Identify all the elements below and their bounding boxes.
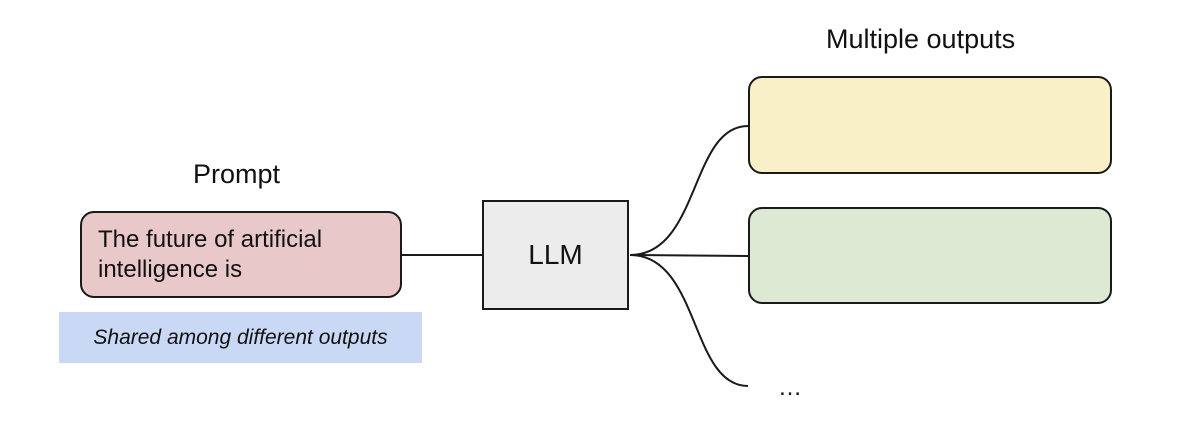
prompt-label: Prompt: [193, 159, 281, 189]
prompt-text: The future of artificial intelligence is: [98, 226, 323, 283]
llm-label: LLM: [528, 239, 583, 270]
llm-box: LLM: [482, 200, 629, 310]
llm-to-more-outputs-curve: [629, 254, 749, 387]
llm-to-output-2-line: [629, 254, 749, 257]
output-box-1: [748, 76, 1112, 174]
llm-to-output-1-curve: [629, 125, 749, 256]
shared-note-text: Shared among different outputs: [93, 325, 388, 349]
prompt-box: The future of artificial intelligence is: [80, 211, 402, 298]
more-outputs-ellipsis: …: [778, 374, 802, 401]
shared-prefix-note: Shared among different outputs: [59, 312, 422, 363]
output-box-2: [748, 207, 1112, 304]
multiple-outputs-label: Multiple outputs: [826, 24, 1016, 54]
